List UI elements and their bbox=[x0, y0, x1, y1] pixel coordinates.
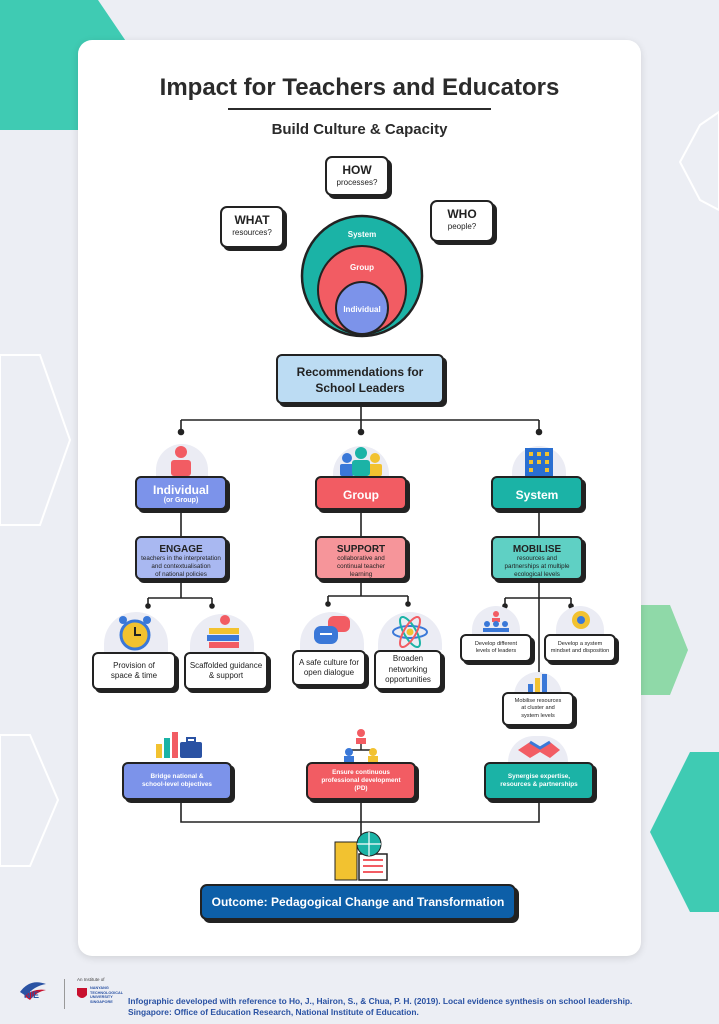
group-people-icon bbox=[340, 447, 382, 476]
support-desc-3: learning bbox=[349, 571, 373, 579]
how-label: HOW bbox=[342, 163, 372, 177]
mobilise-cluster-box: Mobilise resources at cluster and system… bbox=[502, 692, 574, 726]
ring-individual-label: Individual bbox=[343, 305, 381, 314]
level-system: System bbox=[491, 476, 583, 510]
ring-system-label: System bbox=[347, 230, 377, 239]
safe-culture-line2: open dialogue bbox=[303, 668, 355, 677]
ecological-levels-circles bbox=[300, 214, 424, 338]
leaders-line2: levels of leaders bbox=[475, 648, 517, 654]
engage-desc-1: teachers in the interpretation bbox=[141, 555, 221, 562]
chat-bubbles-icon bbox=[314, 616, 350, 644]
recommendations-line2: School Leaders bbox=[315, 381, 405, 395]
bridge-line2: school-level objectives bbox=[142, 781, 212, 788]
engage-box: ENGAGE teachers in the interpretation an… bbox=[135, 536, 227, 580]
handshake-icon bbox=[518, 740, 560, 758]
mindset-box: Develop a system mindset and disposition bbox=[544, 634, 616, 662]
level-group-label: Group bbox=[343, 488, 379, 502]
page-subtitle: Build Culture & Capacity bbox=[271, 121, 448, 138]
what-sub: resources? bbox=[232, 228, 272, 237]
bridge-objectives-box: Bridge national & school-level objective… bbox=[122, 762, 232, 800]
mindset-line2: mindset and disposition bbox=[550, 648, 610, 654]
scaffolded-box: Scaffolded guidance & support bbox=[184, 652, 268, 690]
atom-icon bbox=[392, 615, 428, 649]
mobilise-desc-3: ecological levels bbox=[514, 571, 560, 579]
mobilise-desc-2: partnerships at multiple bbox=[504, 563, 570, 571]
cluster-line2: at cluster and bbox=[521, 705, 555, 712]
how-sub: processes? bbox=[336, 178, 378, 187]
nie-logo-icon bbox=[20, 982, 46, 1000]
synergise-line1: Synergise expertise, bbox=[507, 772, 571, 780]
ensure-line2: professional development bbox=[321, 776, 401, 784]
what-question-box: WHAT resources? bbox=[220, 206, 284, 248]
briefcase-chart-icon bbox=[156, 732, 202, 758]
level-individual-sub: (or Group) bbox=[163, 497, 199, 504]
mindset-line1: Develop a system bbox=[557, 640, 603, 647]
provision-line2: space & time bbox=[110, 671, 158, 680]
page-title: Impact for Teachers and Educators bbox=[159, 74, 560, 101]
mobilise-box: MOBILISE resources and partnerships at m… bbox=[491, 536, 583, 580]
footer-reference: Infographic developed with reference to … bbox=[128, 996, 688, 1017]
ensure-line1: Ensure continuous bbox=[332, 768, 390, 776]
recommendations-line1: Recommendations for bbox=[296, 365, 424, 379]
institute-label: An Institute of bbox=[77, 977, 105, 982]
engage-desc-3: of national policies bbox=[155, 571, 207, 579]
who-question-box: WHO people? bbox=[430, 200, 494, 242]
ntu-crest-icon bbox=[77, 988, 87, 998]
engage-label: ENGAGE bbox=[159, 544, 203, 555]
broaden-line1: Broaden bbox=[392, 654, 424, 664]
support-desc-2: continual teacher bbox=[337, 563, 385, 571]
level-individual: Individual (or Group) bbox=[135, 476, 227, 510]
what-label: WHAT bbox=[234, 213, 270, 227]
building-icon bbox=[525, 448, 553, 476]
ntu-wordmark: NANYANG TECHNOLOGICAL UNIVERSITY SINGAPO… bbox=[90, 986, 124, 1004]
synergise-box: Synergise expertise, resources & partner… bbox=[484, 762, 594, 800]
ensure-pd-box: Ensure continuous professional developme… bbox=[306, 762, 416, 800]
ring-group-label: Group bbox=[350, 263, 374, 272]
people-network-icon bbox=[344, 729, 378, 762]
broaden-line2: networking bbox=[388, 664, 428, 674]
mobilise-desc-1: resources and bbox=[517, 555, 557, 562]
leaders-line1: Develop different bbox=[474, 640, 518, 647]
who-sub: people? bbox=[447, 222, 477, 231]
provision-line1: Provision of bbox=[113, 660, 155, 670]
broaden-box: Broaden networking opportunities bbox=[374, 650, 442, 690]
footer-divider bbox=[64, 979, 65, 1009]
footer-line1: Infographic developed with reference to … bbox=[128, 996, 633, 1006]
title-underline bbox=[228, 108, 491, 110]
synergise-line2: resources & partnerships bbox=[500, 781, 578, 788]
mobilise-label: MOBILISE bbox=[512, 544, 562, 555]
engage-desc-2: and contextualisation bbox=[151, 563, 211, 571]
leaders-hierarchy-icon bbox=[483, 611, 509, 632]
level-group: Group bbox=[315, 476, 407, 510]
bridge-line1: Bridge national & bbox=[150, 772, 204, 780]
ensure-line3: (PD) bbox=[354, 785, 368, 793]
support-desc-1: collaborative and bbox=[337, 555, 385, 562]
broaden-line3: opportunities bbox=[385, 675, 431, 685]
safe-culture-box: A safe culture for open dialogue bbox=[292, 650, 366, 686]
gear-head-icon bbox=[572, 611, 590, 629]
who-label: WHO bbox=[447, 207, 477, 221]
how-question-box: HOW processes? bbox=[325, 156, 389, 196]
recommendations-box: Recommendations for School Leaders bbox=[276, 354, 444, 404]
bar-chart-icon bbox=[528, 674, 547, 694]
leaders-box: Develop different levels of leaders bbox=[460, 634, 532, 662]
book-globe-icon bbox=[334, 831, 388, 881]
scaffolded-line1: Scaffolded guidance bbox=[189, 660, 263, 670]
safe-culture-line1: A safe culture for bbox=[298, 657, 360, 667]
person-icon bbox=[171, 446, 191, 476]
support-box: SUPPORT collaborative and continual teac… bbox=[315, 536, 407, 580]
outcome-box: Outcome: Pedagogical Change and Transfor… bbox=[200, 884, 516, 920]
footer-line2: Singapore: Office of Education Research,… bbox=[128, 1006, 419, 1017]
cluster-line3: system levels bbox=[521, 712, 555, 719]
nie-wordmark: NIE bbox=[24, 990, 40, 1000]
scaffolded-line2: & support bbox=[208, 671, 244, 680]
alarm-clock-icon bbox=[119, 616, 151, 651]
cluster-line1: Mobilise resources bbox=[514, 698, 562, 705]
support-label: SUPPORT bbox=[336, 544, 386, 555]
books-apple-icon bbox=[207, 615, 239, 648]
level-system-label: System bbox=[515, 488, 559, 502]
provision-box: Provision of space & time bbox=[92, 652, 176, 690]
level-individual-label: Individual bbox=[152, 483, 209, 497]
